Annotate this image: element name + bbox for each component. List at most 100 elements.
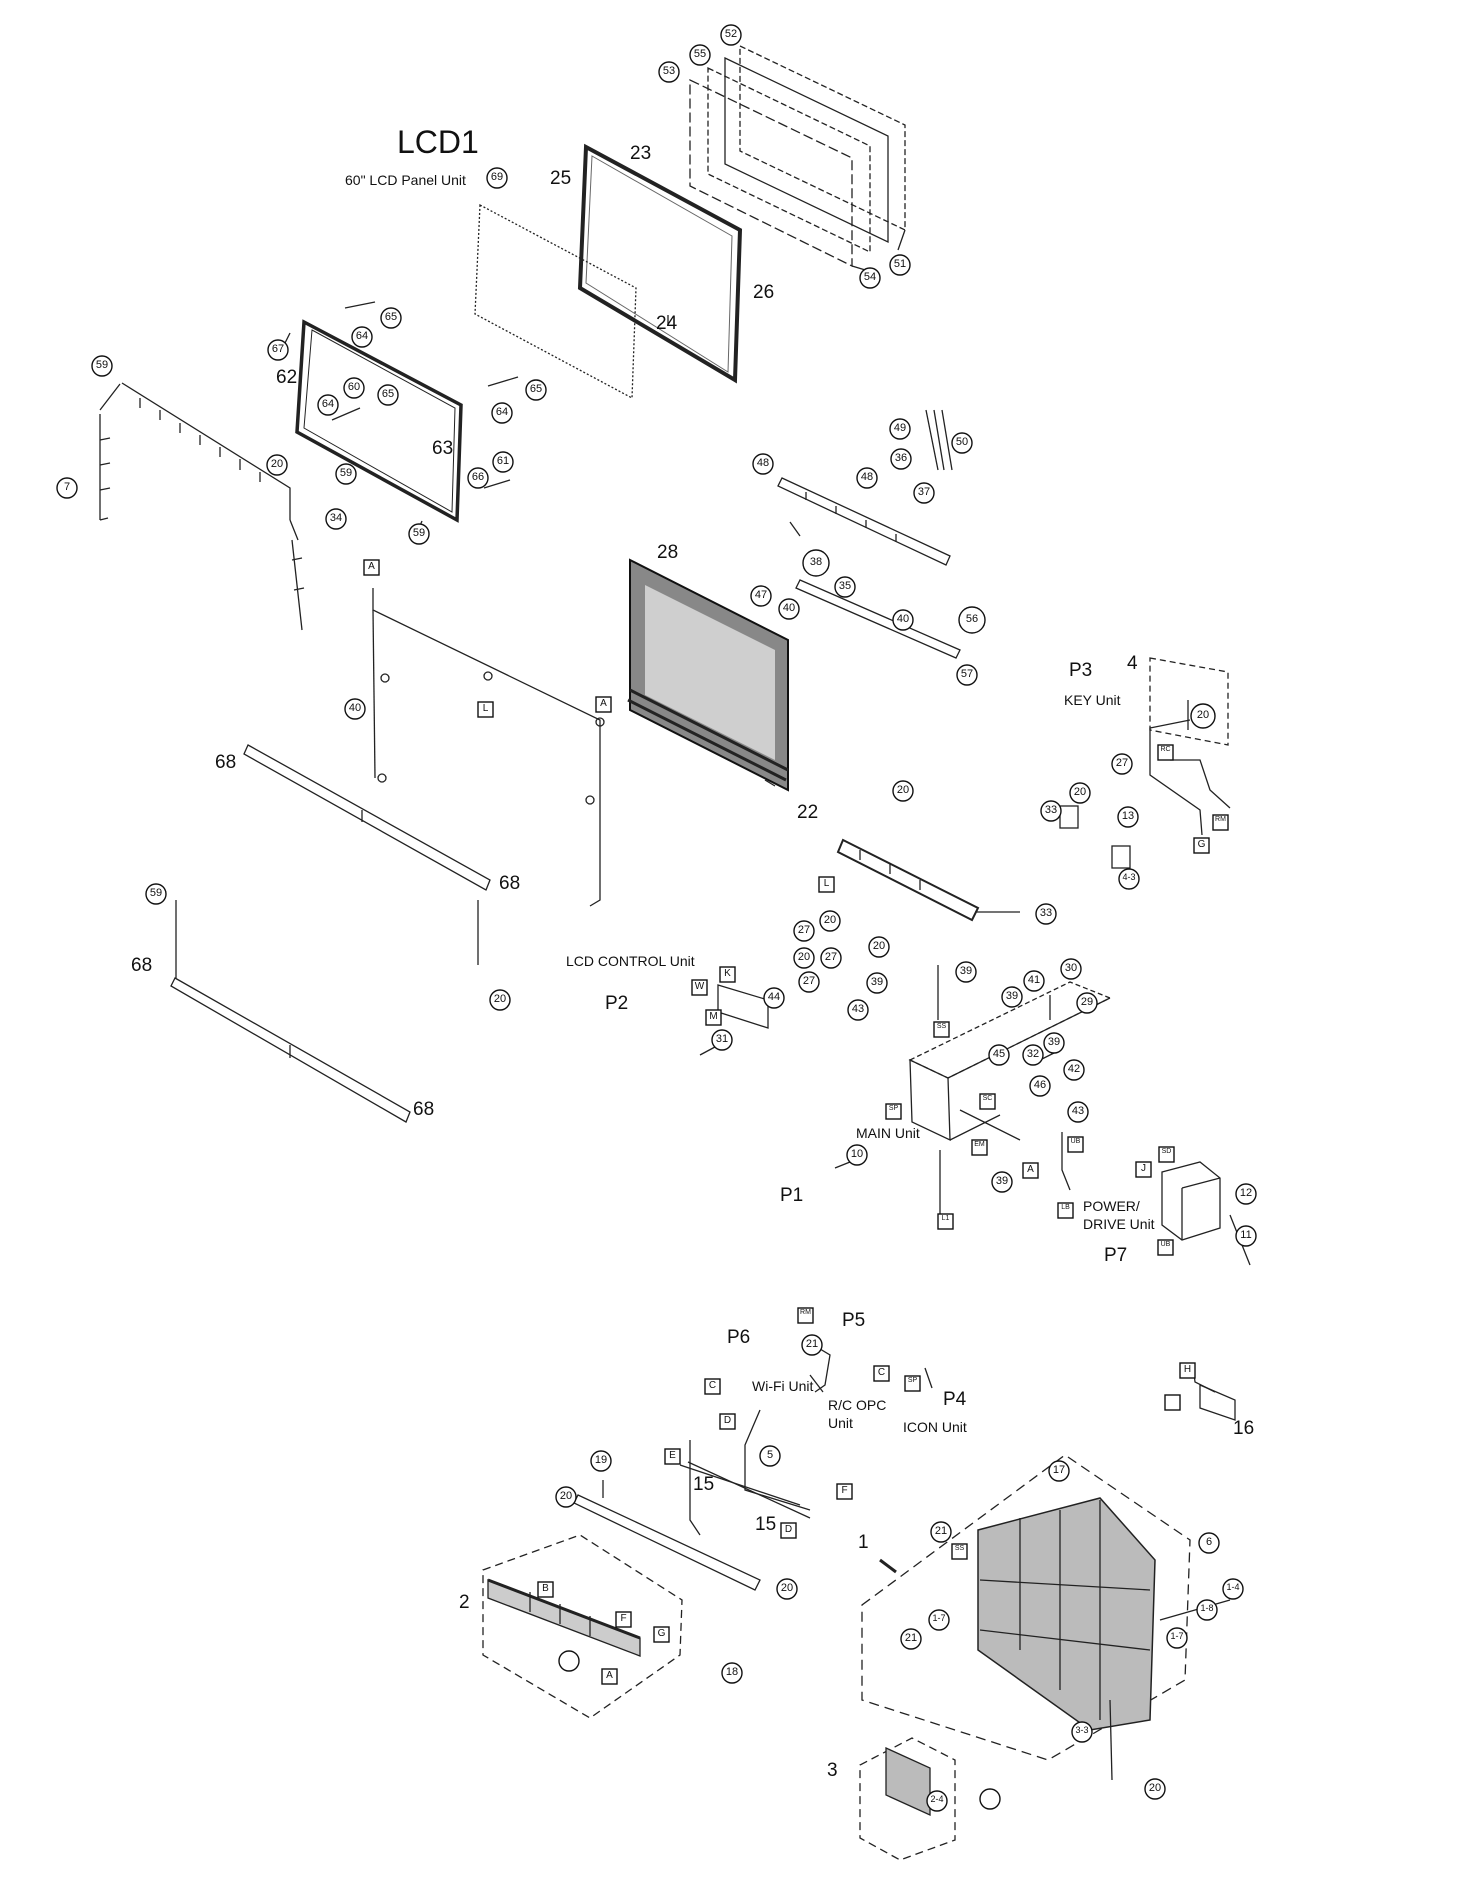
callout-number: 20 — [1073, 786, 1087, 798]
callout-number: 51 — [893, 258, 907, 270]
callout-number: 47 — [754, 589, 768, 601]
lcd-control-unit-label: LCD CONTROL Unit — [566, 953, 695, 969]
callout-number: 11 — [1240, 1229, 1252, 1241]
connector-letter: A — [368, 561, 375, 572]
bar-5 — [573, 1494, 761, 1591]
part-number-26: 26 — [753, 282, 775, 303]
connector-letter: H — [1183, 1364, 1192, 1375]
part-number-28: 28 — [657, 542, 679, 563]
connector-letter: A — [600, 698, 607, 709]
connector-letter: SC — [982, 1095, 993, 1102]
part-number-2: 2 — [459, 1592, 470, 1613]
callout-number: 1-7 — [1170, 1631, 1184, 1641]
part-number-62: 62 — [276, 367, 298, 388]
callout-number: 35 — [838, 580, 852, 592]
stand-plates — [170, 744, 491, 1123]
connector-letter: E — [669, 1450, 676, 1461]
connector-letter: W — [694, 981, 705, 992]
callout-number: 46 — [1033, 1079, 1047, 1091]
callout-number: 40 — [348, 702, 362, 714]
callout-number: 3-3 — [1075, 1725, 1089, 1735]
connector-letter: F — [620, 1613, 627, 1624]
part-number-25: 25 — [550, 168, 572, 189]
group-p5: P5 — [842, 1310, 866, 1331]
callout-number: 61 — [496, 455, 510, 467]
callout-number: 48 — [860, 471, 874, 483]
callout-number: 1-7 — [932, 1613, 946, 1623]
callout-number: 13 — [1121, 810, 1135, 822]
connector-letter: A — [606, 1670, 613, 1681]
connector-letter: C — [877, 1367, 886, 1378]
callout-number: 20 — [493, 993, 507, 1005]
callout-number: 33 — [1044, 804, 1058, 816]
callout-number: 5 — [766, 1449, 774, 1461]
callout-number: 64 — [355, 330, 369, 342]
part-number-23: 23 — [630, 143, 652, 164]
callout-number: 54 — [863, 271, 877, 283]
assembly-2 — [482, 1534, 683, 1719]
lcd-panel — [474, 203, 637, 400]
callout-number: 39 — [1047, 1036, 1061, 1048]
callout-number: 52 — [724, 28, 738, 40]
part-number-68d: 68 — [413, 1099, 435, 1120]
callout-number: 57 — [960, 668, 974, 680]
stand-frame — [99, 382, 305, 631]
callout-number: 1-4 — [1226, 1582, 1240, 1592]
connector-letter: UB — [1160, 1241, 1171, 1248]
callout-number: 20 — [896, 784, 910, 796]
connector-letter: SS — [936, 1023, 947, 1030]
connector-letter: M — [709, 1011, 718, 1022]
connector-letter: L1 — [941, 1215, 950, 1222]
callout-number: 49 — [893, 422, 907, 434]
panel-frame — [577, 143, 743, 384]
wifi-unit-label: Wi-Fi Unit — [752, 1378, 814, 1394]
callout-number: 59 — [339, 467, 353, 479]
connector-letter: L — [482, 703, 489, 714]
callout-number: 20 — [780, 1582, 794, 1594]
connector-letter: J — [1141, 1163, 1146, 1174]
connector-letter: SP — [888, 1105, 899, 1112]
connector-letter: D — [784, 1524, 793, 1535]
part-number-68a: 68 — [215, 752, 237, 773]
callout-number: 45 — [992, 1048, 1006, 1060]
callout-number: 67 — [271, 343, 285, 355]
group-p7: P7 — [1104, 1245, 1128, 1266]
callout-number: 20 — [797, 951, 811, 963]
part-16 — [1192, 1364, 1236, 1421]
callout-number: 38 — [809, 556, 823, 568]
callout-number: 21 — [805, 1338, 819, 1350]
connector-letter: F — [841, 1485, 848, 1496]
callout-number: 7 — [63, 481, 71, 493]
power-drive-label-2: DRIVE Unit — [1083, 1216, 1155, 1232]
connector-letter: SD — [1161, 1148, 1172, 1155]
callout-number: 27 — [824, 951, 838, 963]
callout-number: 42 — [1067, 1063, 1081, 1075]
connector-letter: L — [823, 878, 830, 889]
callout-number: 2-4 — [930, 1794, 944, 1804]
callout-number: 20 — [823, 914, 837, 926]
led-backlight — [627, 558, 789, 792]
group-p1: P1 — [780, 1185, 804, 1206]
callout-number: 19 — [594, 1454, 608, 1466]
connector-letter: A — [1027, 1164, 1034, 1175]
callout-number: 64 — [321, 398, 335, 410]
part-number-63: 63 — [432, 438, 454, 459]
connector-letter: C — [708, 1380, 717, 1391]
lcd-panel-label: 60" LCD Panel Unit — [345, 172, 466, 188]
diagram-title: LCD1 — [397, 124, 479, 160]
connector-letter: LB — [1061, 1204, 1070, 1211]
callout-number: 44 — [767, 991, 781, 1003]
callout-number: 39 — [995, 1175, 1009, 1187]
callout-number: 48 — [756, 457, 770, 469]
callout-number: 1-8 — [1200, 1603, 1214, 1613]
part-number-16: 16 — [1233, 1418, 1255, 1439]
part-number-15a: 15 — [693, 1474, 715, 1495]
rear-cabinet — [861, 1454, 1231, 1781]
callout-number: 69 — [490, 171, 504, 183]
callout-number: 27 — [802, 975, 816, 987]
bottom-cables — [679, 1339, 933, 1536]
callout-number: 32 — [1026, 1048, 1040, 1060]
callout-number: 43 — [1071, 1105, 1085, 1117]
group-p2: P2 — [605, 993, 629, 1014]
